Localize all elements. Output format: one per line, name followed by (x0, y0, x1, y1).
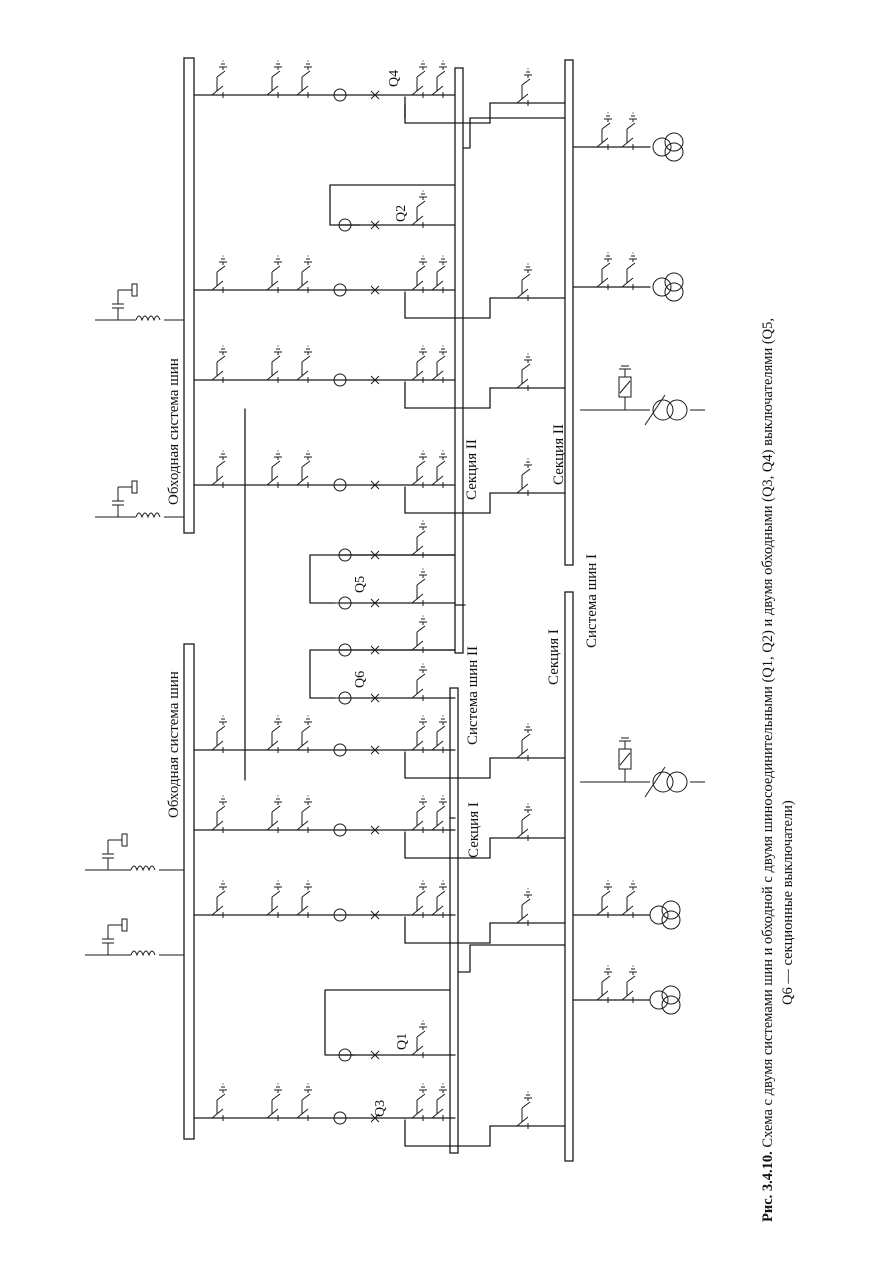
bus-system1-section1 (564, 591, 574, 1162)
dis-symbol (289, 715, 313, 754)
transformer-2w-1 (652, 399, 688, 421)
equipment (85, 132, 705, 1015)
dis-symbol (404, 715, 428, 754)
label-bypass-bus-left: Обходная система шин (166, 671, 182, 818)
dis-symbol (424, 880, 448, 919)
dis-symbol (424, 345, 448, 384)
dis-symbol (509, 263, 533, 302)
dis-symbol (424, 255, 448, 294)
dis-symbol (204, 345, 228, 384)
dis-symbol (404, 795, 428, 834)
dis-symbol (259, 880, 283, 919)
dis-symbol (404, 568, 428, 607)
dis-symbol (259, 450, 283, 489)
dis-symbol (289, 60, 313, 99)
label-system2: Система шин II (465, 646, 481, 745)
label-bypass-bus-right: Обходная система шин (166, 358, 182, 505)
dis-symbol (614, 252, 638, 291)
dis-symbol (204, 1083, 228, 1122)
dis-symbol (424, 450, 448, 489)
dis-symbol (259, 255, 283, 294)
dis-symbol (424, 60, 448, 99)
label-q1: Q1 (395, 1033, 410, 1050)
dis-symbol (259, 715, 283, 754)
bypass-bus-left (183, 643, 195, 1140)
label-section1-sys1: Секция I (546, 629, 562, 685)
label-section2-sys1: Секция II (551, 424, 567, 485)
dis-symbol (289, 255, 313, 294)
dis-symbol (404, 1083, 428, 1122)
figure-number: Рис. 3.4.10. (760, 1151, 776, 1222)
dis-symbol (204, 880, 228, 919)
dis-symbol (509, 888, 533, 927)
dis-symbol (509, 723, 533, 762)
dis-symbol (404, 255, 428, 294)
dis-symbol (404, 345, 428, 384)
figure-caption: Рис. 3.4.10. Схема с двумя системами шин… (760, 318, 776, 1222)
dis-symbol (509, 353, 533, 392)
dis-symbol (204, 255, 228, 294)
label-q2: Q2 (394, 205, 409, 222)
bus-system2-section2 (454, 67, 464, 654)
dis-symbol (509, 458, 533, 497)
dis-symbol (289, 1083, 313, 1122)
transformer-2w-2 (652, 771, 688, 793)
dis-symbol (424, 715, 448, 754)
dis-symbol (424, 1083, 448, 1122)
dis-symbol (404, 663, 428, 702)
dis-symbol (404, 520, 428, 559)
dis-symbol (259, 60, 283, 99)
bus-system2-section1 (449, 687, 459, 1154)
dis-symbol (204, 450, 228, 489)
dis-symbol (589, 252, 613, 291)
label-system1: Система шин I (584, 554, 600, 648)
caption-line-2: Q6 — секционные выключатели) (780, 800, 796, 1005)
dis-symbol (589, 965, 613, 1004)
dis-symbol (614, 112, 638, 151)
caption-line-1: Схема с двумя системами шин и обходной с… (760, 318, 776, 1148)
label-q3: Q3 (373, 1100, 388, 1117)
label-section2-sys2: Секция II (464, 439, 480, 500)
label-q6: Q6 (353, 671, 368, 688)
label-q5: Q5 (353, 576, 368, 593)
dis-symbol (404, 450, 428, 489)
dis-symbol (404, 880, 428, 919)
dis-symbol (204, 795, 228, 834)
dis-symbol (259, 1083, 283, 1122)
transformer-3w-2 (652, 272, 684, 302)
dis-symbol (204, 60, 228, 99)
dis-symbol (289, 880, 313, 919)
dis-symbol (589, 880, 613, 919)
dis-symbol (509, 803, 533, 842)
cross-connections (244, 104, 566, 1056)
label-q4: Q4 (387, 70, 402, 87)
dis-symbol (404, 615, 428, 654)
bus-bars (183, 57, 574, 1162)
dis-symbol (614, 965, 638, 1004)
label-section1-sys2: Секция I (466, 802, 482, 858)
dis-symbol (424, 795, 448, 834)
feeder-rows (193, 60, 651, 1147)
dis-symbol (204, 715, 228, 754)
dis-symbol (289, 450, 313, 489)
dis-symbol (614, 880, 638, 919)
bus-system1-section2 (564, 59, 574, 566)
dis-symbol (509, 1091, 533, 1130)
dis-symbol (289, 345, 313, 384)
dis-symbol (509, 68, 533, 107)
dis-symbol (259, 345, 283, 384)
dis-symbol (404, 60, 428, 99)
transformer-3w-4 (649, 985, 681, 1015)
transformer-3w-3 (649, 900, 681, 930)
bypass-bus-right (183, 57, 195, 534)
dis-symbol (589, 112, 613, 151)
transformer-3w-1 (652, 132, 684, 162)
dis-symbol (289, 795, 313, 834)
dis-symbol (259, 795, 283, 834)
